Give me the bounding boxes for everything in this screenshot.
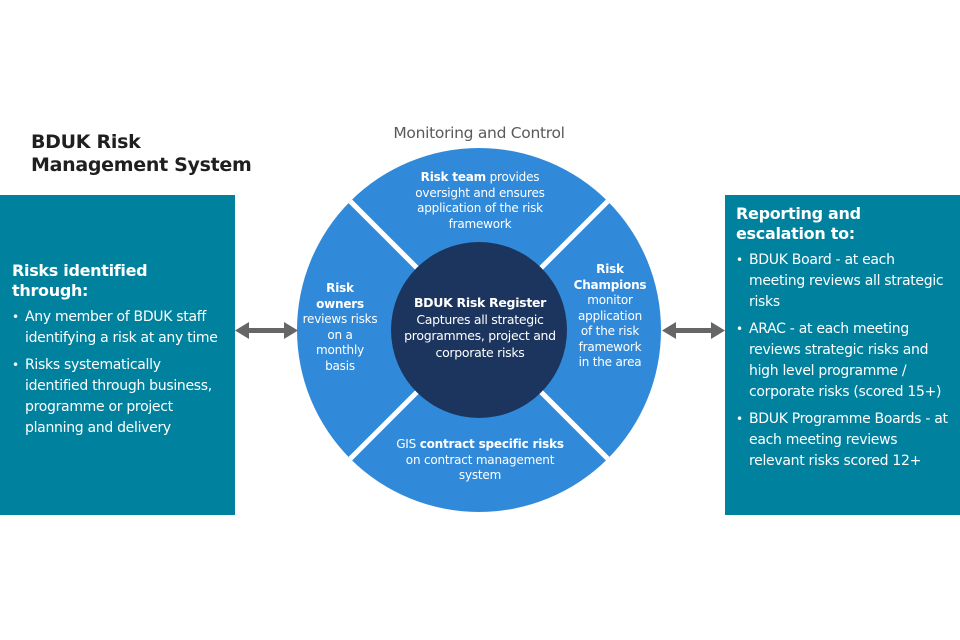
list-item: •ARAC - at each meeting reviews strategi… — [736, 321, 942, 400]
list-item: •Risks systematically identified through… — [12, 357, 212, 436]
risk-identification-list: •Any member of BDUK staff identifying a … — [12, 307, 227, 439]
diagram-title-line2: Management System — [31, 154, 252, 176]
list-item: •BDUK Board - at each meeting reviews al… — [736, 252, 944, 310]
risk-register-core — [391, 242, 567, 418]
diagram-title: BDUK Risk Management System — [31, 131, 252, 177]
reporting-escalation-list: •BDUK Board - at each meeting reviews al… — [736, 250, 954, 472]
segment-risk-owners: Risk owners reviews risks on a monthly b… — [302, 281, 378, 373]
segment-contract-risks: GIS contract specific risks on contract … — [396, 437, 564, 482]
risk-identification-heading: Risks identified through: — [12, 261, 148, 300]
bullet-icon: • — [736, 253, 743, 267]
diagram-title-line1: BDUK Risk — [31, 131, 141, 153]
list-item: •BDUK Programme Boards - at each meeting… — [736, 411, 948, 469]
risk-register-title: BDUK Risk Register — [413, 295, 547, 310]
segment-risk-champions: Risk Champions monitor application of th… — [573, 262, 647, 369]
segment-risk-team: Risk team provides oversight and ensures… — [415, 170, 545, 231]
bullet-icon: • — [12, 358, 19, 372]
bullet-icon: • — [736, 322, 743, 336]
reporting-escalation-heading: Reporting and escalation to: — [736, 204, 861, 243]
left-double-arrow — [235, 322, 298, 339]
risk-identification-panel: Risks identified through: •Any member of… — [0, 195, 235, 515]
list-item: •Any member of BDUK staff identifying a … — [12, 309, 218, 346]
monitoring-control-label: Monitoring and Control — [393, 124, 565, 142]
bullet-icon: • — [736, 412, 743, 426]
risk-register-text: BDUK Risk Register Captures all strategi… — [398, 295, 562, 361]
bullet-icon: • — [12, 310, 19, 324]
right-double-arrow — [662, 322, 725, 339]
risk-register-description: Captures all strategic programmes, proje… — [404, 311, 556, 360]
reporting-escalation-panel: Reporting and escalation to: •BDUK Board… — [725, 195, 960, 515]
